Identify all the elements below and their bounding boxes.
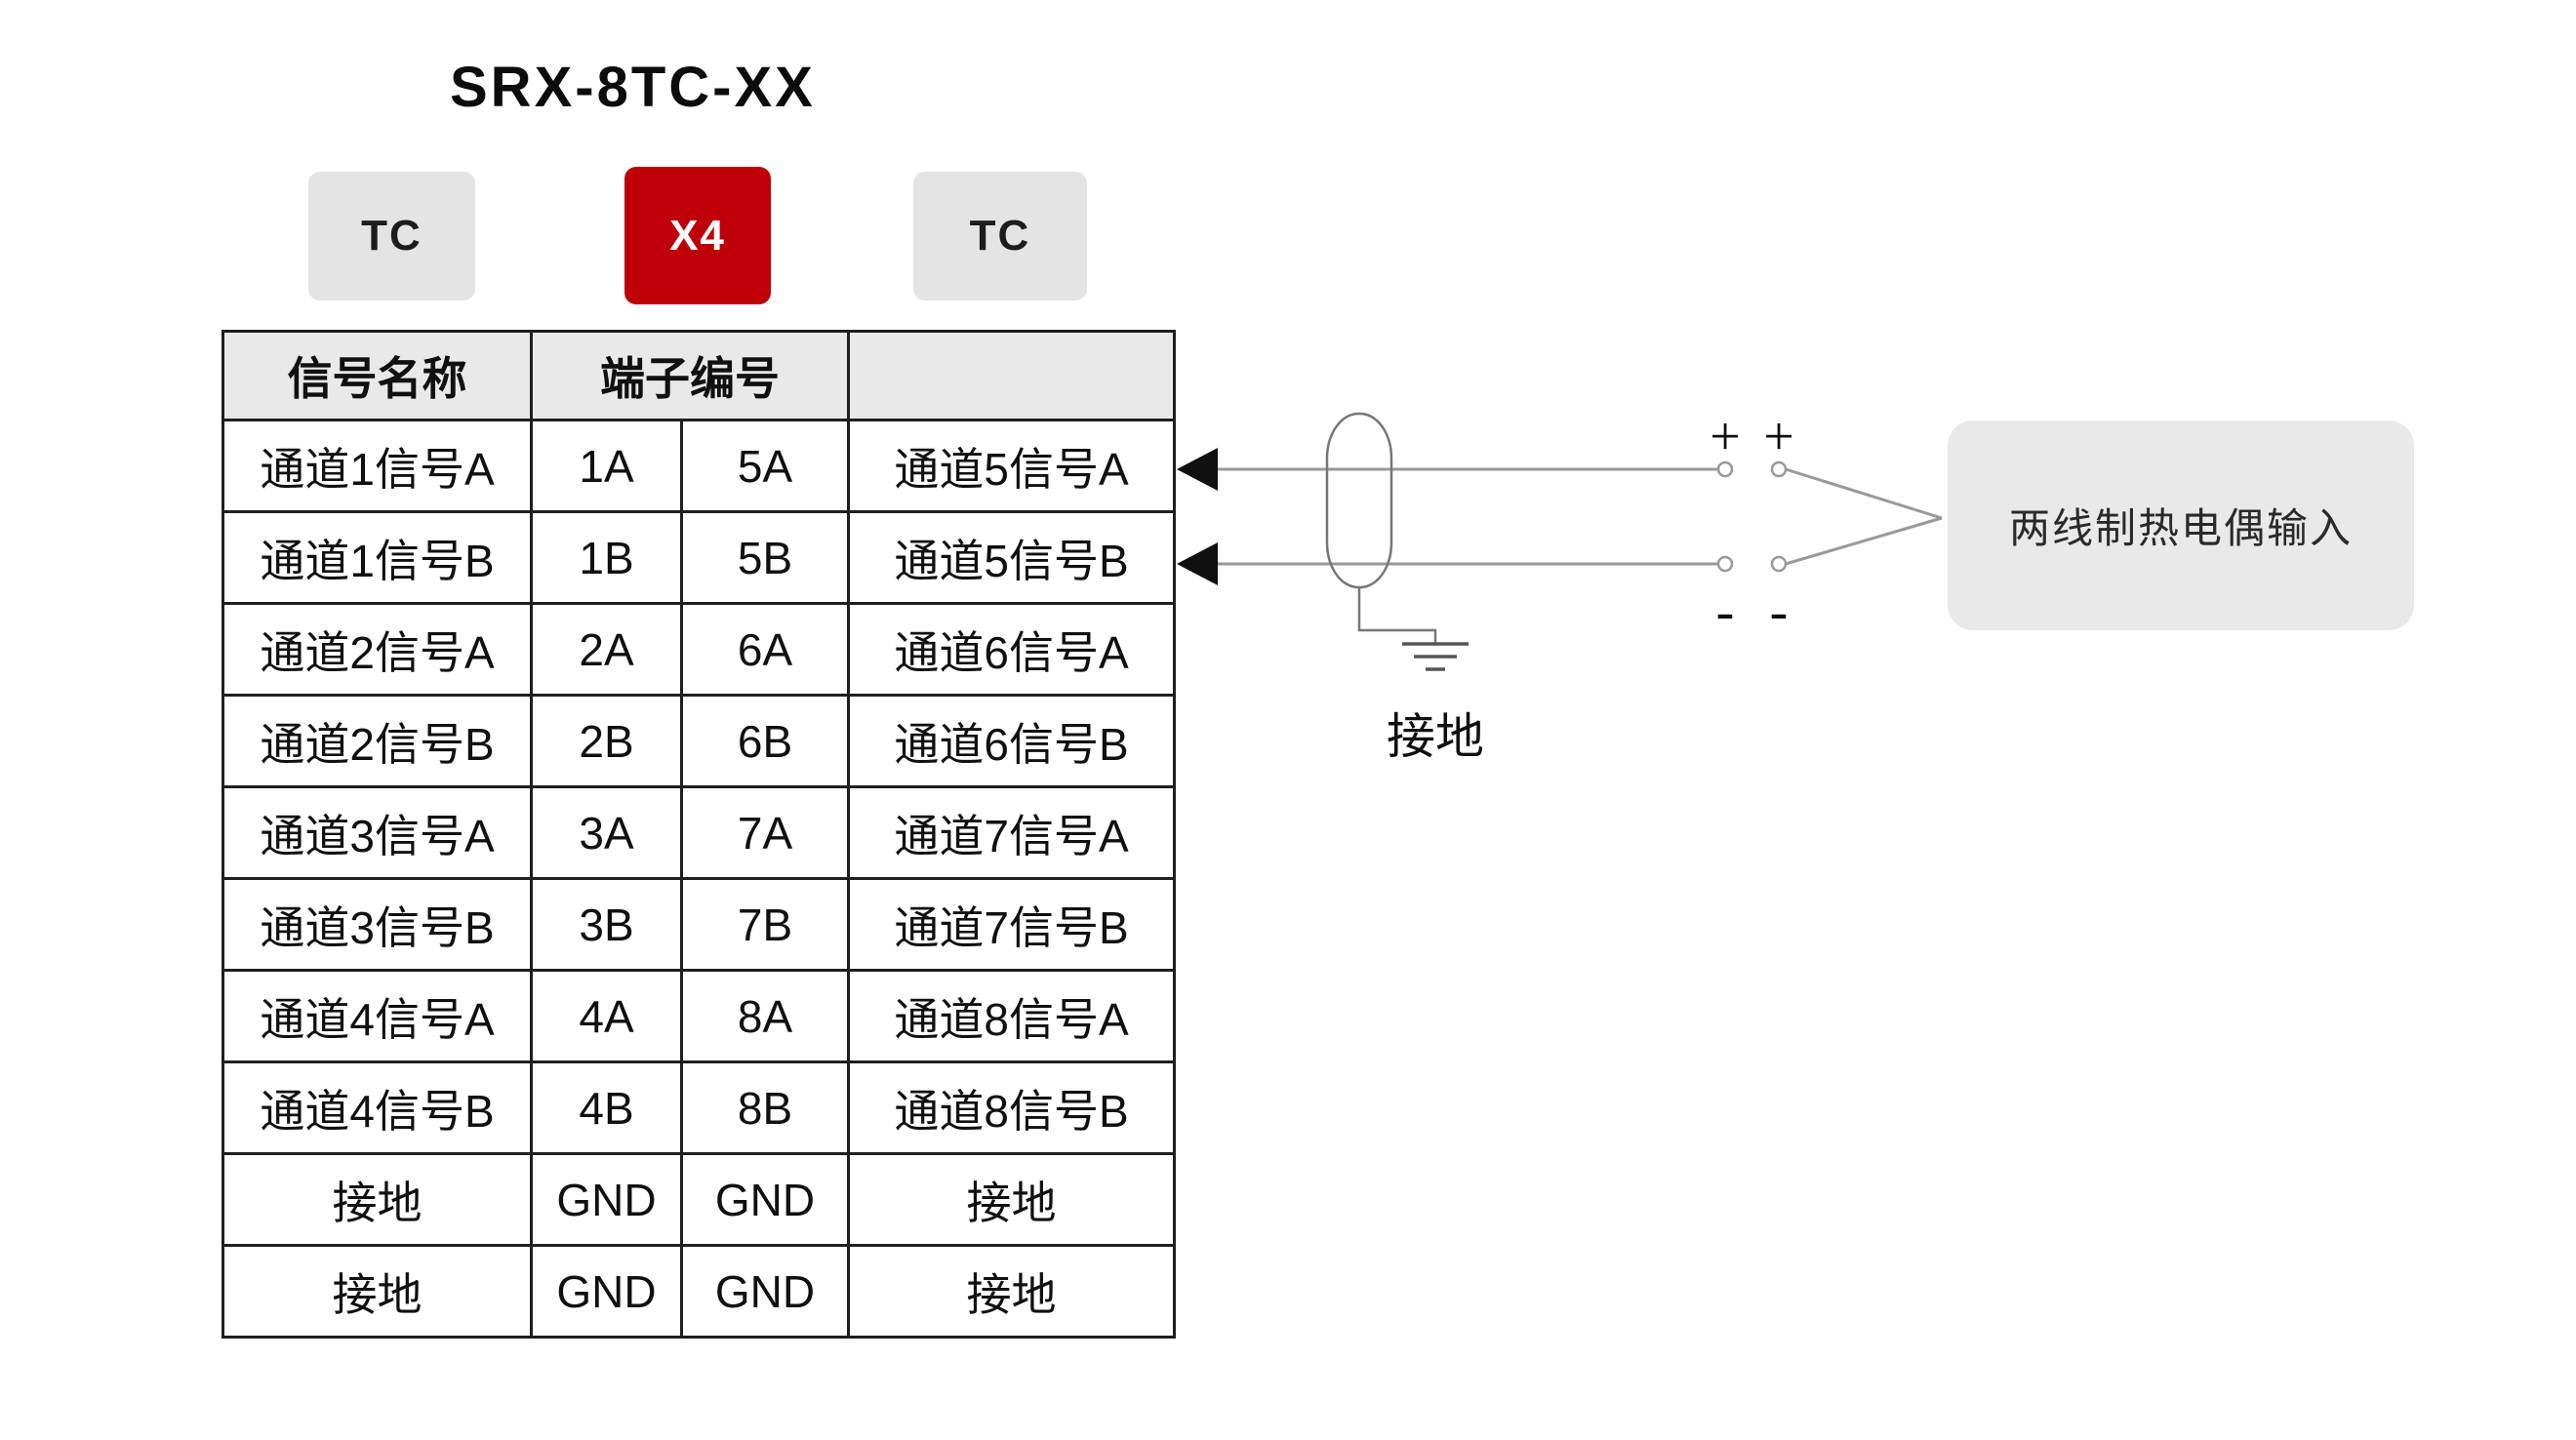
terminal-right-cell: 5B	[680, 510, 850, 605]
terminal-left-cell: 3A	[530, 785, 683, 880]
terminal-right-cell: GND	[680, 1152, 850, 1247]
terminal-left-cell: GND	[530, 1152, 683, 1247]
signal-name-left-cell: 通道4信号B	[221, 1060, 533, 1155]
junction-wire	[1785, 467, 1943, 520]
minus-sign: -	[1716, 581, 1735, 642]
signal-name-left-cell: 接地	[221, 1152, 533, 1247]
signal-name-right-cell: 通道6信号A	[847, 602, 1176, 697]
badge-tc-right: TC	[913, 172, 1087, 300]
badge-tc-left: TC	[308, 172, 475, 300]
terminal-right-cell: 6A	[680, 602, 850, 697]
junction-wire	[1785, 516, 1943, 566]
thermocouple-input-box: 两线制热电偶输入	[1948, 420, 2414, 630]
ground-wire	[1357, 587, 1437, 644]
terminal-left-cell: 4B	[530, 1060, 683, 1155]
header-blank	[847, 330, 1176, 421]
signal-name-right-cell: 通道7信号B	[847, 877, 1176, 972]
signal-name-right-cell: 通道8信号B	[847, 1060, 1176, 1155]
table-row: 通道3信号A 3A 7A 通道7信号A	[221, 785, 1176, 880]
terminal-left-cell: 1B	[530, 510, 683, 605]
signal-name-left-cell: 通道3信号B	[221, 877, 533, 972]
terminal-right-cell: 7B	[680, 877, 850, 972]
terminal-dot	[1716, 555, 1734, 573]
terminal-right-cell: 5A	[680, 419, 850, 513]
terminal-dot	[1770, 555, 1788, 573]
header-signal-name: 信号名称	[221, 330, 533, 421]
table-row: 通道2信号A 2A 6A 通道6信号A	[221, 602, 1176, 697]
minus-sign: -	[1770, 581, 1789, 642]
table-header-row: 信号名称 端子编号	[221, 330, 1176, 421]
page-title: SRX-8TC-XX	[450, 56, 816, 119]
terminal-left-cell: 2A	[530, 602, 683, 697]
signal-name-left-cell: 接地	[221, 1244, 533, 1339]
signal-name-right-cell: 通道6信号B	[847, 694, 1176, 788]
signal-name-left-cell: 通道2信号A	[221, 602, 533, 697]
arrow-left-icon	[1177, 448, 1218, 491]
terminal-right-cell: 8B	[680, 1060, 850, 1155]
table-row: 通道4信号A 4A 8A 通道8信号A	[221, 969, 1176, 1063]
signal-name-right-cell: 通道8信号A	[847, 969, 1176, 1063]
terminal-right-cell: 7A	[680, 785, 850, 880]
table-row: 通道3信号B 3B 7B 通道7信号B	[221, 877, 1176, 972]
signal-name-left-cell: 通道1信号A	[221, 419, 533, 513]
plus-sign: +	[1763, 407, 1794, 467]
table-row: 接地 GND GND 接地	[221, 1244, 1176, 1339]
terminal-left-cell: 1A	[530, 419, 683, 513]
header-terminal-number: 端子编号	[530, 330, 850, 421]
signal-name-left-cell: 通道4信号A	[221, 969, 533, 1063]
signal-name-left-cell: 通道2信号B	[221, 694, 533, 788]
table-row: 接地 GND GND 接地	[221, 1152, 1176, 1247]
arrow-left-icon	[1177, 542, 1218, 585]
table-row: 通道1信号B 1B 5B 通道5信号B	[221, 510, 1176, 605]
terminal-dot	[1716, 460, 1734, 478]
cable-shield-oval	[1325, 412, 1393, 589]
wiring-diagram: 接地 + + - -	[1177, 407, 1943, 764]
terminal-right-cell: 8A	[680, 969, 850, 1063]
signal-name-left-cell: 通道3信号A	[221, 785, 533, 880]
terminal-right-cell: 6B	[680, 694, 850, 788]
signal-name-right-cell: 通道5信号B	[847, 510, 1176, 605]
terminal-left-cell: 4A	[530, 969, 683, 1063]
input-box-label: 两线制热电偶输入	[2008, 505, 2353, 551]
table-row: 通道2信号B 2B 6B 通道6信号B	[221, 694, 1176, 788]
terminal-left-cell: GND	[530, 1244, 683, 1339]
terminal-table: 信号名称 端子编号 通道1信号A 1A 5A 通道5信号A 通道1信号B 1B …	[221, 330, 1176, 1339]
terminal-right-cell: GND	[680, 1244, 850, 1339]
signal-name-right-cell: 通道5信号A	[847, 419, 1176, 513]
badge-x4: X4	[624, 167, 771, 304]
terminal-left-cell: 3B	[530, 877, 683, 972]
terminal-dot	[1770, 460, 1788, 478]
signal-name-left-cell: 通道1信号B	[221, 510, 533, 605]
plus-sign: +	[1710, 407, 1741, 467]
signal-name-right-cell: 通道7信号A	[847, 785, 1176, 880]
table-row: 通道4信号B 4B 8B 通道8信号B	[221, 1060, 1176, 1155]
signal-name-right-cell: 接地	[847, 1244, 1176, 1339]
table-row: 通道1信号A 1A 5A 通道5信号A	[221, 419, 1176, 513]
ground-label: 接地	[1387, 709, 1484, 764]
terminal-left-cell: 2B	[530, 694, 683, 788]
signal-name-right-cell: 接地	[847, 1152, 1176, 1247]
